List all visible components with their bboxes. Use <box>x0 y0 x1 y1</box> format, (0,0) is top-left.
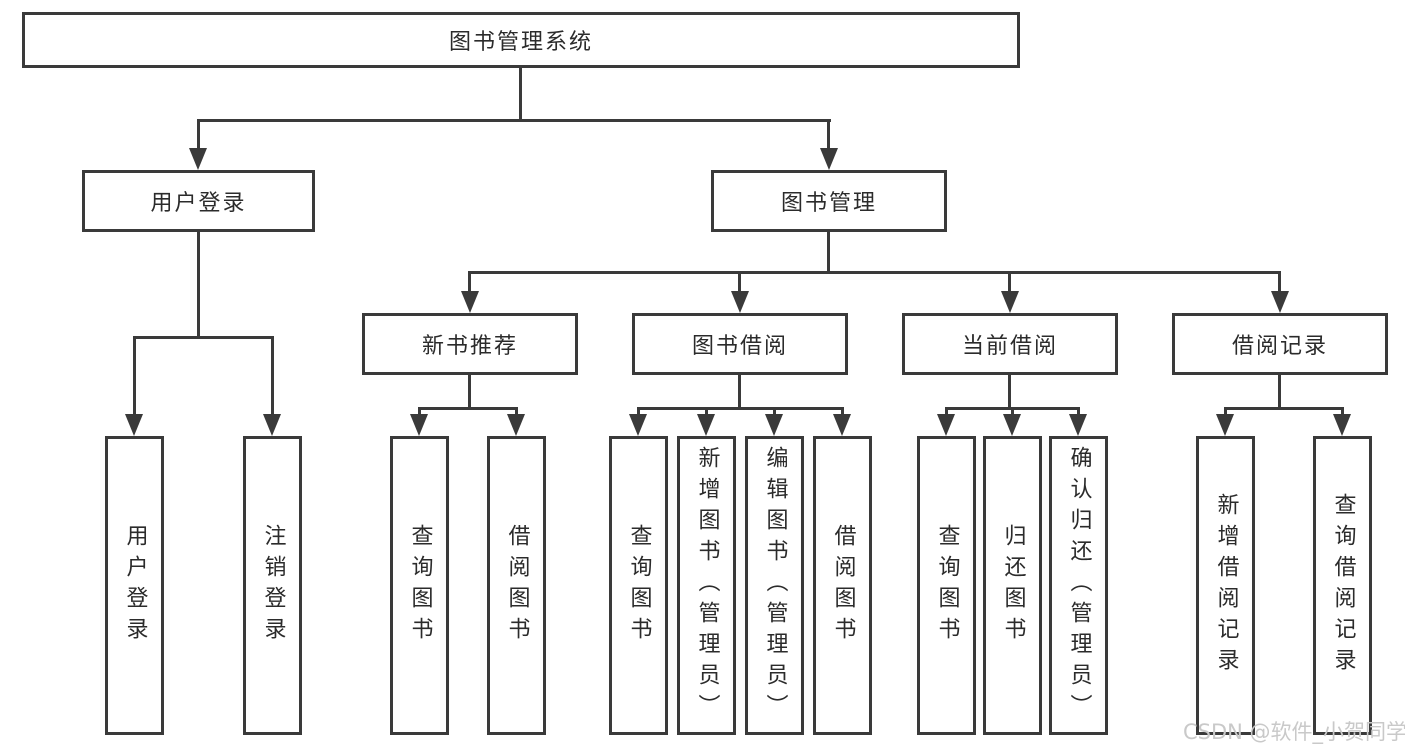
node-leaf-edit-books-admin: 编辑图书（管理员） <box>745 436 804 735</box>
connector-current-drop-1 <box>945 407 948 420</box>
node-label: 借阅图书 <box>830 523 856 648</box>
connector-root-stem <box>519 68 522 119</box>
arrowhead-down-icon <box>697 414 715 436</box>
node-label: 图书管理系统 <box>448 30 593 55</box>
arrowhead-down-icon <box>461 291 479 313</box>
node-book-management: 图书管理 <box>711 170 947 232</box>
node-label: 确认归还（管理员） <box>1066 446 1092 725</box>
node-leaf-logout: 注销登录 <box>243 436 302 735</box>
connector-current-stem <box>1008 375 1011 407</box>
arrowhead-down-icon <box>1001 291 1019 313</box>
node-label: 用户登录 <box>122 523 148 648</box>
arrowhead-down-icon <box>629 414 647 436</box>
connector-borrowing-drop-2 <box>705 407 708 420</box>
connector-borrowing-drop-1 <box>637 407 640 420</box>
connector-records-drop-2 <box>1341 407 1344 420</box>
connector-user-login-hline <box>133 336 274 339</box>
connector-root-hline <box>197 119 831 122</box>
node-leaf-borrow-books: 借阅图书 <box>813 436 872 735</box>
arrowhead-down-icon <box>731 291 749 313</box>
node-leaf-query-borrow-record: 查询借阅记录 <box>1313 436 1372 735</box>
arrowhead-down-icon <box>1333 414 1351 436</box>
node-label: 新增图书（管理员） <box>694 446 720 725</box>
node-leaf-borrowing-query-books: 查询图书 <box>609 436 668 735</box>
node-leaf-add-books-admin: 新增图书（管理员） <box>677 436 736 735</box>
connector-book-mgmt-drop-3 <box>1008 271 1011 295</box>
arrowhead-down-icon <box>1069 414 1087 436</box>
connector-recommend-hline <box>418 407 518 410</box>
node-leaf-recommend-borrow-books: 借阅图书 <box>487 436 546 735</box>
arrowhead-down-icon <box>125 414 143 436</box>
connector-book-mgmt-stem <box>827 232 830 271</box>
connector-user-login-stem <box>197 232 200 336</box>
arrowhead-down-icon <box>1003 414 1021 436</box>
node-library-management-system: 图书管理系统 <box>22 12 1020 68</box>
arrowhead-down-icon <box>410 414 428 436</box>
connector-book-mgmt-drop-2 <box>738 271 741 295</box>
connector-borrowing-stem <box>738 375 741 407</box>
node-label: 查询图书 <box>626 523 652 648</box>
node-label: 注销登录 <box>260 523 286 648</box>
connector-root-drop-user-login <box>197 119 200 152</box>
arrowhead-down-icon <box>1216 414 1234 436</box>
node-leaf-recommend-query-books: 查询图书 <box>390 436 449 735</box>
connector-root-drop-book-management <box>827 119 830 152</box>
arrowhead-down-icon <box>833 414 851 436</box>
arrowhead-down-icon <box>263 414 281 436</box>
node-label: 借阅图书 <box>504 523 530 648</box>
node-label: 编辑图书（管理员） <box>762 446 788 725</box>
node-book-borrowing: 图书借阅 <box>632 313 848 375</box>
node-label: 当前借阅 <box>961 334 1058 359</box>
node-borrowing-records: 借阅记录 <box>1172 313 1388 375</box>
connector-records-stem <box>1278 375 1281 407</box>
node-leaf-return-books: 归还图书 <box>983 436 1042 735</box>
connector-current-drop-3 <box>1077 407 1080 420</box>
connector-borrowing-drop-3 <box>773 407 776 420</box>
arrowhead-down-icon <box>1271 291 1289 313</box>
node-label: 新增借阅记录 <box>1213 492 1239 679</box>
node-label: 用户登录 <box>150 191 247 216</box>
connector-book-mgmt-hline <box>468 271 1280 274</box>
arrowhead-down-icon <box>765 414 783 436</box>
connector-current-drop-2 <box>1011 407 1014 420</box>
node-label: 查询图书 <box>934 523 960 648</box>
connector-user-login-drop-1 <box>133 336 136 420</box>
connector-borrowing-hline <box>637 407 843 410</box>
connector-records-hline <box>1224 407 1344 410</box>
node-label: 新书推荐 <box>421 334 518 359</box>
connector-book-mgmt-drop-1 <box>468 271 471 295</box>
watermark: CSDN @软件_小贺同学 <box>1183 720 1405 744</box>
arrowhead-down-icon <box>820 148 838 170</box>
node-label: 查询借阅记录 <box>1330 492 1356 679</box>
arrowhead-down-icon <box>189 148 207 170</box>
connector-book-mgmt-drop-4 <box>1278 271 1281 295</box>
connector-recommend-stem <box>468 375 471 407</box>
connector-user-login-drop-2 <box>271 336 274 420</box>
node-user-login: 用户登录 <box>82 170 315 232</box>
arrowhead-down-icon <box>507 414 525 436</box>
node-leaf-add-borrow-record: 新增借阅记录 <box>1196 436 1255 735</box>
connector-recommend-drop-1 <box>418 407 421 420</box>
node-new-book-recommendation: 新书推荐 <box>362 313 578 375</box>
connector-records-drop-1 <box>1224 407 1227 420</box>
node-label: 归还图书 <box>1000 523 1026 648</box>
node-leaf-current-query-books: 查询图书 <box>917 436 976 735</box>
node-leaf-confirm-return-admin: 确认归还（管理员） <box>1049 436 1108 735</box>
node-current-borrowing: 当前借阅 <box>902 313 1118 375</box>
arrowhead-down-icon <box>937 414 955 436</box>
node-label: 图书借阅 <box>691 334 788 359</box>
node-label: 图书管理 <box>780 191 877 216</box>
node-label: 查询图书 <box>407 523 433 648</box>
connector-recommend-drop-2 <box>515 407 518 420</box>
node-leaf-user-login: 用户登录 <box>105 436 164 735</box>
connector-borrowing-drop-4 <box>841 407 844 420</box>
node-label: 借阅记录 <box>1231 334 1328 359</box>
